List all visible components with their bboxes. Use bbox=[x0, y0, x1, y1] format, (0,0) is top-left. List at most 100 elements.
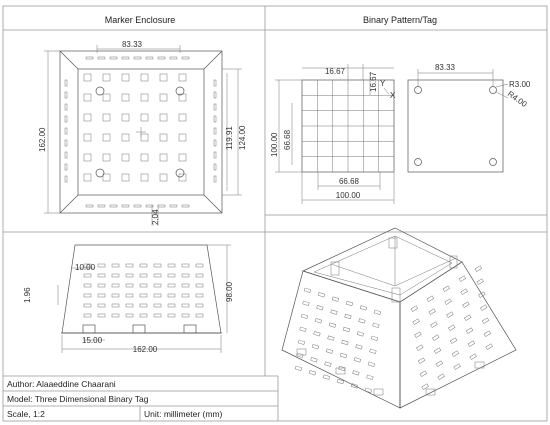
side-slot bbox=[111, 293, 120, 298]
side-slot bbox=[125, 273, 134, 278]
binary-tag-grid: 16.67 16.67 Y X 100.00 66.68 66.68 100.0… bbox=[270, 64, 396, 204]
plate-hole bbox=[414, 158, 422, 166]
dim-enc-inner-b: 124.00 bbox=[238, 125, 247, 150]
iso-slot bbox=[339, 352, 348, 359]
grid-cell bbox=[178, 173, 187, 182]
grid-cell bbox=[178, 153, 187, 162]
wall-slot bbox=[213, 139, 217, 147]
iso-slot bbox=[294, 365, 303, 371]
wall-slot bbox=[213, 103, 217, 111]
grid-cell bbox=[140, 133, 149, 142]
wall-slot bbox=[121, 204, 130, 208]
dim-enc-width: 83.33 bbox=[122, 40, 143, 49]
dim-plate-width: 83.33 bbox=[435, 63, 456, 72]
iso-slot bbox=[433, 347, 442, 354]
side-slot bbox=[167, 303, 176, 308]
iso-slot bbox=[476, 278, 484, 285]
iso-slot bbox=[432, 334, 440, 341]
iso-slot bbox=[367, 361, 376, 367]
wall-slot bbox=[157, 204, 166, 208]
grid-cell bbox=[83, 73, 92, 82]
iso-slot bbox=[464, 314, 472, 321]
iso-slot bbox=[410, 305, 419, 312]
iso-slot bbox=[358, 318, 366, 324]
grid-cell bbox=[178, 133, 187, 142]
iso-slot bbox=[336, 378, 345, 385]
wall-slot bbox=[64, 175, 68, 183]
wall-slot bbox=[64, 79, 68, 87]
grid-cell bbox=[102, 93, 111, 102]
iso-slot bbox=[428, 308, 436, 315]
iso-slot bbox=[364, 387, 373, 393]
dim-tag-w-b: 100.00 bbox=[336, 191, 361, 200]
dim-enc-wall: 2.04 bbox=[151, 209, 160, 225]
mount-hole bbox=[95, 86, 105, 96]
dim-tag-w-a: 66.68 bbox=[339, 177, 360, 186]
mount-hole bbox=[175, 86, 185, 96]
grid-cell bbox=[159, 113, 168, 122]
grid-cell bbox=[140, 113, 149, 122]
grid-cell bbox=[159, 73, 168, 82]
enclosure-cell-grid bbox=[83, 73, 187, 182]
side-slot bbox=[125, 283, 134, 288]
iso-slot bbox=[467, 340, 476, 347]
dim-tag-h-a: 100.00 bbox=[270, 132, 279, 157]
iso-slot bbox=[469, 353, 477, 360]
side-slot bbox=[153, 273, 162, 278]
side-slot bbox=[181, 263, 190, 268]
wall-slot bbox=[213, 115, 217, 123]
iso-slot bbox=[338, 365, 346, 372]
side-slot bbox=[83, 263, 92, 268]
grid-cell bbox=[102, 173, 111, 182]
iso-slot bbox=[451, 350, 460, 357]
iso-slot bbox=[483, 330, 492, 337]
grid-cell bbox=[178, 113, 187, 122]
grid-cell bbox=[83, 153, 92, 162]
grid-cell bbox=[140, 153, 149, 162]
iso-slot bbox=[460, 288, 468, 295]
iso-slot bbox=[296, 352, 304, 358]
wall-slot bbox=[121, 56, 130, 60]
iso-slot bbox=[297, 339, 306, 345]
enclosure-wall-slots bbox=[64, 56, 217, 208]
iso-slot bbox=[327, 335, 335, 341]
side-slot bbox=[139, 283, 148, 288]
side-slot bbox=[195, 293, 204, 298]
grid-cell bbox=[121, 73, 130, 82]
iso-slot bbox=[325, 348, 334, 354]
wall-slot bbox=[213, 79, 217, 87]
iso-slot bbox=[480, 304, 488, 311]
side-slot bbox=[195, 313, 204, 318]
iso-slot bbox=[366, 374, 374, 380]
side-slot bbox=[139, 313, 148, 318]
iso-slot bbox=[356, 331, 365, 337]
wall-slot bbox=[133, 204, 142, 208]
side-slot bbox=[139, 303, 148, 308]
grid-cell bbox=[83, 93, 92, 102]
grid-cell bbox=[140, 73, 149, 82]
iso-slot bbox=[442, 285, 451, 292]
wall-slot bbox=[109, 56, 118, 60]
axis-arrow-icon bbox=[383, 87, 390, 95]
wall-slot bbox=[145, 56, 154, 60]
sheet-frame bbox=[2, 5, 548, 422]
iso-slot bbox=[485, 343, 493, 350]
title-block: Author: Alaaeddine Chaarani Model: Three… bbox=[3, 375, 279, 421]
dim-tag-h-b: 66.68 bbox=[283, 129, 292, 150]
enclosure-top-dims: 83.33 162.00 119.91 124.00 2.04 bbox=[38, 40, 247, 226]
wall-slot bbox=[213, 127, 217, 135]
iso-slot bbox=[437, 373, 445, 380]
dim-tag-cell-h: 16.67 bbox=[369, 71, 378, 92]
grid-cell bbox=[83, 133, 92, 142]
iso-slot bbox=[435, 360, 444, 367]
side-slot bbox=[97, 303, 106, 308]
grid-cell bbox=[159, 93, 168, 102]
grid-cell bbox=[83, 113, 92, 122]
wall-slot bbox=[85, 56, 94, 60]
dim-enc-height: 162.00 bbox=[38, 127, 47, 152]
enclosure-top-view bbox=[59, 50, 223, 214]
side-slot bbox=[111, 273, 120, 278]
wall-slot bbox=[97, 204, 106, 208]
iso-slot bbox=[444, 298, 452, 305]
wall-slot bbox=[64, 163, 68, 171]
